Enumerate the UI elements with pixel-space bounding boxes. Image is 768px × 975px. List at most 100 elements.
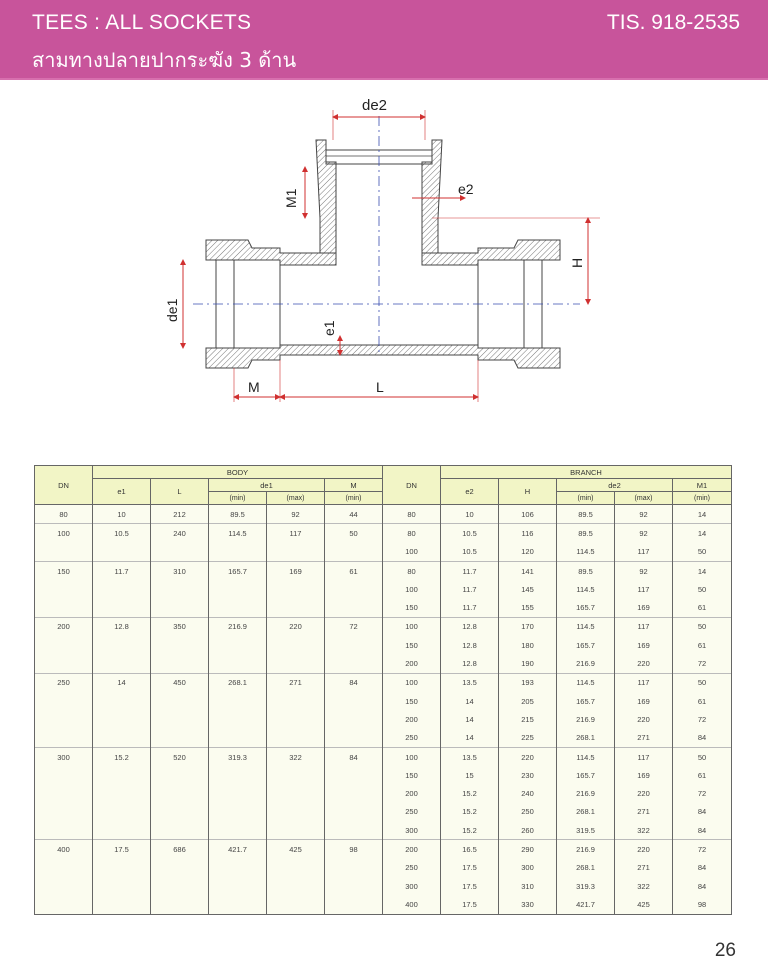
table-cell: 193 xyxy=(498,672,557,692)
branch-wall-left xyxy=(315,139,337,254)
header-branch: BRANCH xyxy=(439,465,733,479)
header-l: L xyxy=(150,478,209,505)
table-cell: 100 xyxy=(382,672,441,692)
table-cell: 50 xyxy=(671,580,733,599)
header-m: M xyxy=(324,478,383,492)
page-header: TEES : ALL SOCKETS TIS. 918-2535 สามทางป… xyxy=(0,0,768,78)
table-cell: 80 xyxy=(34,504,93,524)
table-cell xyxy=(324,895,383,915)
table-cell xyxy=(34,766,93,785)
table-cell: 12.8 xyxy=(440,616,499,637)
table-cell: 220 xyxy=(614,784,673,803)
table-cell xyxy=(208,598,267,618)
table-cell: 170 xyxy=(498,616,557,637)
table-cell: 11.7 xyxy=(440,560,499,581)
header-body: BODY xyxy=(92,465,383,479)
header-de2-min: (min) xyxy=(556,491,615,505)
table-cell: 114.5 xyxy=(556,542,615,562)
table-cell xyxy=(208,802,267,822)
table-cell: 165.7 xyxy=(556,636,615,655)
table-cell: 212 xyxy=(150,504,209,524)
table-cell: 114.5 xyxy=(208,523,267,543)
table-cell: 14 xyxy=(440,710,499,729)
table-cell: 15.2 xyxy=(92,746,151,767)
table-cell: 84 xyxy=(671,821,733,840)
table-cell: 114.5 xyxy=(556,746,615,767)
page-subtitle: สามทางปลายปากระฆัง 3 ด้าน xyxy=(32,48,297,72)
table-cell: 425 xyxy=(614,895,673,915)
table-cell: 11.7 xyxy=(92,560,151,581)
table-cell xyxy=(324,580,383,599)
table-cell: 686 xyxy=(150,839,209,859)
header-de1-min: (min) xyxy=(208,491,267,505)
table-cell xyxy=(266,876,325,896)
page-title: TEES : ALL SOCKETS xyxy=(32,11,252,34)
table-cell: 271 xyxy=(614,802,673,822)
table-cell xyxy=(208,636,267,655)
table-cell: 80 xyxy=(382,523,441,543)
table-cell: 216.9 xyxy=(556,710,615,729)
header-e1: e1 xyxy=(92,478,151,505)
table-cell xyxy=(92,691,151,711)
table-cell xyxy=(92,784,151,803)
header-de2: de2 xyxy=(556,478,673,492)
table-cell: 169 xyxy=(614,598,673,618)
table-cell: 10 xyxy=(440,504,499,524)
table-cell: 89.5 xyxy=(208,504,267,524)
header-de1: de1 xyxy=(208,478,325,492)
table-cell: 61 xyxy=(324,560,383,581)
table-cell xyxy=(92,580,151,599)
table-cell: 120 xyxy=(498,542,557,562)
label-l: L xyxy=(376,379,384,395)
table-cell: 200 xyxy=(382,710,441,729)
table-cell xyxy=(150,636,209,655)
table-cell: 250 xyxy=(382,858,441,877)
table-cell: 322 xyxy=(266,746,325,767)
table-cell: 17.5 xyxy=(440,876,499,896)
table-cell: 117 xyxy=(614,616,673,637)
table-cell: 98 xyxy=(671,895,733,915)
table-cell: 44 xyxy=(324,504,383,524)
table-cell: 240 xyxy=(498,784,557,803)
table-cell: 425 xyxy=(266,839,325,859)
table-cell xyxy=(34,636,93,655)
table-cell: 165.7 xyxy=(556,766,615,785)
table-cell: 290 xyxy=(498,839,557,859)
table-cell: 100 xyxy=(382,616,441,637)
table-cell: 165.7 xyxy=(556,598,615,618)
label-h: H xyxy=(569,258,585,268)
standard-number: TIS. 918-2535 xyxy=(606,11,740,34)
table-cell: 216.9 xyxy=(208,616,267,637)
table-cell xyxy=(208,728,267,748)
table-cell: 169 xyxy=(266,560,325,581)
table-cell xyxy=(150,821,209,840)
table-cell: 215 xyxy=(498,710,557,729)
table-cell xyxy=(324,858,383,877)
page-number: 26 xyxy=(714,940,736,961)
table-cell: 260 xyxy=(498,821,557,840)
table-cell xyxy=(324,542,383,562)
table-cell xyxy=(324,821,383,840)
table-cell: 14 xyxy=(671,560,733,581)
table-cell xyxy=(150,876,209,896)
table-cell: 268.1 xyxy=(208,672,267,692)
table-cell: 250 xyxy=(382,728,441,748)
table-cell: 322 xyxy=(614,821,673,840)
table-cell: 14 xyxy=(671,504,733,524)
table-cell: 80 xyxy=(382,560,441,581)
table-cell xyxy=(150,858,209,877)
table-cell xyxy=(34,710,93,729)
table-cell: 220 xyxy=(266,616,325,637)
table-cell: 230 xyxy=(498,766,557,785)
table-cell: 150 xyxy=(382,766,441,785)
table-cell: 13.5 xyxy=(440,672,499,692)
table-cell xyxy=(34,876,93,896)
body-top-right xyxy=(421,239,561,266)
table-cell: 400 xyxy=(382,895,441,915)
